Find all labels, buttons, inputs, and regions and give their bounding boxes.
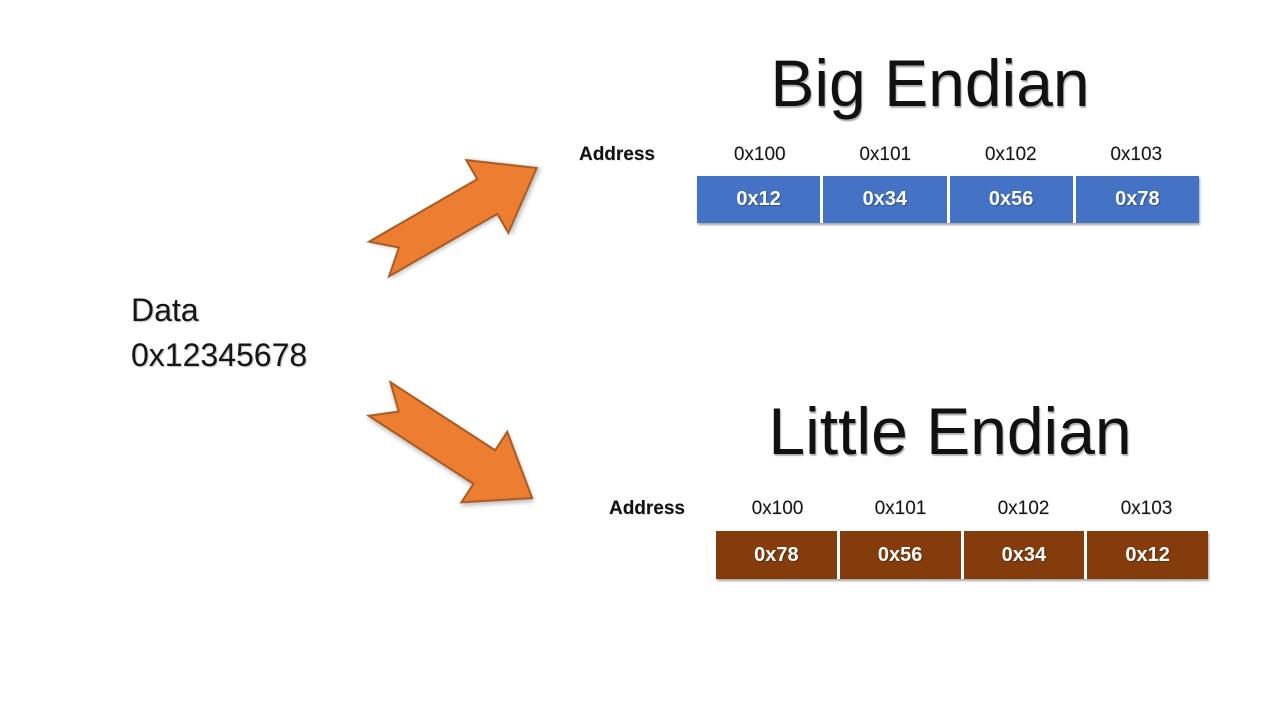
byte-cell: 0x56 [949, 176, 1073, 223]
byte-cell: 0x34 [823, 176, 947, 223]
little-endian-arrow-icon [365, 379, 534, 504]
little-endian-byte-row: 0x78 0x56 0x34 0x12 [716, 531, 1208, 579]
byte-cell: 0x78 [716, 531, 837, 579]
address-value: 0x103 [1110, 144, 1163, 165]
byte-cell: 0x56 [839, 531, 961, 579]
address-value: 0x101 [874, 498, 927, 519]
byte-cell: 0x34 [963, 531, 1085, 579]
address-value: 0x100 [733, 144, 786, 165]
data-label-line2: 0x12345678 [131, 337, 308, 373]
little-endian-title: Little Endian [768, 394, 1132, 468]
data-label-line1: Data [131, 292, 199, 328]
big-endian-address-row: 0x100 0x101 0x102 0x103 [697, 144, 1199, 166]
address-value: 0x102 [984, 144, 1037, 165]
address-value: 0x100 [751, 498, 804, 519]
address-value: 0x103 [1120, 498, 1173, 519]
address-value: 0x101 [859, 144, 912, 165]
big-endian-byte-row: 0x12 0x34 0x56 0x78 [697, 176, 1199, 223]
address-value: 0x102 [997, 498, 1050, 519]
big-endian-address-caption: Address [578, 144, 655, 165]
data-value-label: Data 0x12345678 [131, 288, 307, 378]
byte-cell: 0x12 [1087, 531, 1208, 579]
little-endian-address-row: 0x100 0x101 0x102 0x103 [716, 498, 1208, 520]
big-endian-title: Big Endian [770, 46, 1090, 120]
byte-cell: 0x78 [1075, 176, 1199, 223]
little-endian-address-caption: Address [608, 498, 685, 519]
byte-cell: 0x12 [697, 176, 821, 223]
big-endian-arrow-icon [366, 158, 539, 279]
